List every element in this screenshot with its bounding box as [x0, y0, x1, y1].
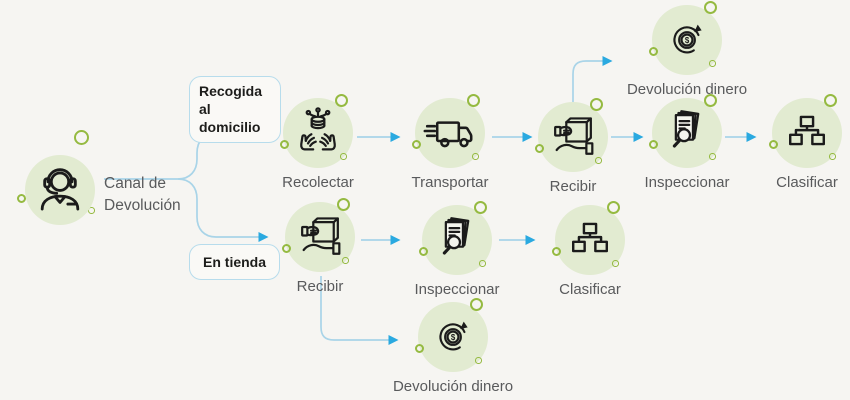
decor-ring	[282, 244, 291, 253]
decor-ring	[335, 94, 348, 107]
dollar-glyph: $	[451, 333, 456, 342]
edge-recibir-devolucion-dinero-tienda	[320, 276, 399, 345]
decor-ring	[475, 357, 482, 364]
node-label: Inspeccionar	[644, 174, 730, 191]
edge-recibir-devolucion-dinero	[572, 56, 613, 104]
decor-ring	[590, 98, 603, 111]
decor-ring	[474, 201, 487, 214]
node-label: Devolución dinero	[392, 378, 514, 395]
decor-ring	[607, 201, 620, 214]
decor-ring	[552, 247, 561, 256]
tag-en-tienda: En tienda	[189, 244, 281, 281]
support-agent-icon	[25, 155, 95, 225]
decor-ring	[340, 153, 347, 160]
node-inspeccionar-tienda: Inspeccionar	[414, 201, 500, 298]
decor-ring	[709, 153, 716, 160]
node-label: Clasificar	[776, 174, 838, 191]
decor-ring	[535, 144, 544, 153]
decor-ring	[704, 1, 717, 14]
decor-ring	[412, 140, 421, 149]
decor-ring	[769, 140, 778, 149]
tag-recogida-domicilio: Recogida al domicilio	[189, 76, 281, 143]
decor-ring	[342, 257, 349, 264]
decor-ring	[595, 157, 602, 164]
node-transportar: Transportar	[412, 94, 488, 191]
decor-ring	[824, 94, 837, 107]
node-recibir-tienda: Recibir	[282, 198, 355, 295]
node-recolectar: Recolectar	[280, 94, 354, 191]
decor-ring	[17, 194, 26, 203]
node-clasificar-domicilio: Clasificar	[769, 94, 842, 191]
node-label: Recolectar	[282, 174, 354, 191]
node-canal-devolucion	[25, 155, 95, 225]
node-recibir-domicilio: Recibir	[535, 98, 608, 195]
decor-ring	[649, 140, 658, 149]
root-label: Canal de Devolución	[104, 175, 181, 215]
decor-ring	[829, 153, 836, 160]
node-inspeccionar-domicilio: Inspeccionar	[644, 94, 730, 191]
decor-ring	[280, 140, 289, 149]
decor-ring	[74, 130, 89, 145]
node-label: Inspeccionar	[414, 281, 500, 298]
decor-ring	[472, 153, 479, 160]
decor-ring	[612, 260, 619, 267]
node-label: Recibir	[549, 178, 597, 195]
node-label: Devolución dinero	[626, 81, 748, 98]
dollar-glyph: $	[685, 36, 690, 45]
decor-ring	[337, 198, 350, 211]
node-clasificar-tienda: Clasificar	[552, 201, 625, 298]
node-devolucion-dinero-tienda: $ Devolución dinero	[393, 298, 513, 395]
decor-ring	[709, 60, 716, 67]
decor-ring	[415, 344, 424, 353]
node-label: Transportar	[411, 174, 489, 191]
decor-ring	[470, 298, 483, 311]
decor-ring	[704, 94, 717, 107]
decor-ring	[467, 94, 480, 107]
edge-root-to-recibir-tienda	[177, 178, 269, 242]
node-label: Recibir	[296, 278, 344, 295]
decor-ring	[649, 47, 658, 56]
node-label: Clasificar	[559, 281, 621, 298]
node-devolucion-dinero-domicilio: $ Devolución dinero	[627, 1, 747, 98]
decor-ring	[419, 247, 428, 256]
decor-ring	[479, 260, 486, 267]
